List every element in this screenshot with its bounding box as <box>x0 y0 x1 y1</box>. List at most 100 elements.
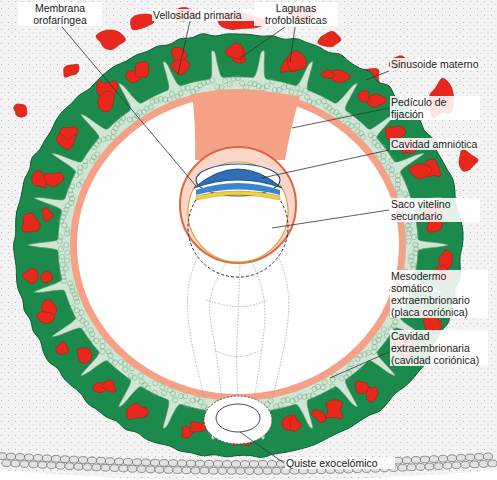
trophoblast-cell <box>252 82 257 87</box>
epithelial-cell <box>0 453 7 460</box>
trophoblast-cell <box>265 84 270 89</box>
epithelial-cell <box>195 460 204 467</box>
epithelial-cell <box>114 458 123 465</box>
exocoelomic-cyst-inner <box>216 404 260 432</box>
trophoblast-cell <box>194 86 199 91</box>
epithelial-cell <box>132 459 141 466</box>
epithelial-cell <box>420 456 429 463</box>
callout-label: Lagunas trofoblásticas <box>254 2 338 26</box>
trophoblast-cell <box>372 140 377 145</box>
trophoblast-cell <box>349 361 354 366</box>
trophoblast-cell <box>65 203 70 208</box>
trophoblast-cell <box>58 246 63 251</box>
callout-label: Vellosidad primaria <box>152 9 256 21</box>
trophoblast-cell <box>65 250 70 255</box>
trophoblast-cell <box>297 91 302 96</box>
trophoblast-cell <box>290 398 295 403</box>
epithelial-cell <box>128 465 137 472</box>
trophoblast-cell <box>128 373 133 378</box>
trophoblast-cell <box>198 83 203 88</box>
cytotrophoblast <box>28 51 448 440</box>
trophoblast-cell <box>344 375 349 380</box>
trophoblast-cell <box>381 327 386 332</box>
epithelial-cell <box>78 457 87 464</box>
trophoblast-cell <box>83 159 88 164</box>
epithelial-cell <box>222 461 231 468</box>
epithelial-cell <box>213 460 222 467</box>
epithelial-cell <box>11 460 20 467</box>
trophoblast-cell <box>90 336 95 341</box>
extraembryonic-strand <box>214 350 262 357</box>
epithelial-cell <box>434 463 443 470</box>
trophoblast-cell <box>297 394 302 399</box>
trophoblast-cell <box>127 117 132 122</box>
trophoblast-cell <box>240 81 245 86</box>
callout-label: Pedículo de fijación <box>390 96 480 120</box>
uterine-lumen <box>0 470 497 480</box>
epithelial-cell <box>29 461 38 468</box>
trophoblast-cell <box>91 155 96 160</box>
epithelial-cell <box>231 461 240 468</box>
epithelial-cell <box>146 466 155 473</box>
trophoblastic-lacuna <box>77 348 92 364</box>
trophoblastic-lacuna <box>22 213 40 232</box>
epithelial-cell <box>456 454 465 461</box>
trophoblast-cell <box>372 339 377 344</box>
epithelial-cell <box>6 453 15 460</box>
epithelial-cell <box>83 464 92 471</box>
leader-line <box>240 432 284 463</box>
epithelial-cell <box>258 461 267 468</box>
trophoblast-cell <box>334 110 339 115</box>
trophoblastic-lacuna <box>367 94 387 107</box>
trophoblast-cell <box>391 323 396 328</box>
trophoblastic-lacuna <box>101 380 116 392</box>
trophoblast-cell <box>106 349 111 354</box>
epithelial-cell <box>96 457 105 464</box>
trophoblast-cell <box>139 379 144 384</box>
epithelial-cell <box>447 455 456 462</box>
trophoblast-cell <box>303 88 308 93</box>
extraembryonic-strand <box>237 264 240 398</box>
exocoelomic-cyst <box>204 396 272 444</box>
epithelial-cell <box>155 466 164 473</box>
epithelial-cell <box>402 457 411 464</box>
epithelial-cell <box>425 463 434 470</box>
trophoblast-cell <box>349 123 354 128</box>
trophoblast-cell <box>162 390 167 395</box>
trophoblast-cell <box>381 159 386 164</box>
epithelial-cell <box>69 456 78 463</box>
trophoblast-cell <box>322 380 327 385</box>
trophoblastic-lacuna <box>320 69 334 78</box>
epithelial-cell <box>2 460 11 467</box>
trophoblastic-lacuna <box>22 268 38 283</box>
epithelial-cell <box>249 461 258 468</box>
trophoblast-cell <box>286 84 291 89</box>
trophoblast-cell <box>411 234 416 239</box>
trophoblast-cell <box>70 184 75 189</box>
epithelial-cell <box>141 459 150 466</box>
trophoblast-cell <box>152 390 157 395</box>
extraembryonic-strand <box>210 262 226 400</box>
epithelial-cell <box>38 462 47 469</box>
trophoblast-cell <box>210 78 215 83</box>
trophoblast-cell <box>270 79 275 84</box>
epithelial-cell <box>267 461 276 468</box>
trophoblast-cell <box>366 350 371 355</box>
epithelial-cell <box>483 453 492 460</box>
epithelial-cell <box>137 466 146 473</box>
epithelial-cell <box>470 461 479 468</box>
trophoblast-cell <box>403 192 408 197</box>
callout-label: Sinusoide materno <box>390 58 480 70</box>
trophoblast-cell <box>108 358 113 363</box>
trophoblast-cell <box>138 373 143 378</box>
trophoblast-cell <box>145 385 150 390</box>
trophoblast-cell <box>123 367 128 372</box>
leader-line <box>366 71 389 80</box>
trophoblast-cell <box>91 145 96 150</box>
callout-label: Membrana orofaríngea <box>18 2 102 26</box>
trophoblastic-lacuna <box>56 342 68 355</box>
trophoblast-cell <box>96 138 101 143</box>
epithelial-cell <box>60 456 69 463</box>
leader-line <box>178 21 190 74</box>
